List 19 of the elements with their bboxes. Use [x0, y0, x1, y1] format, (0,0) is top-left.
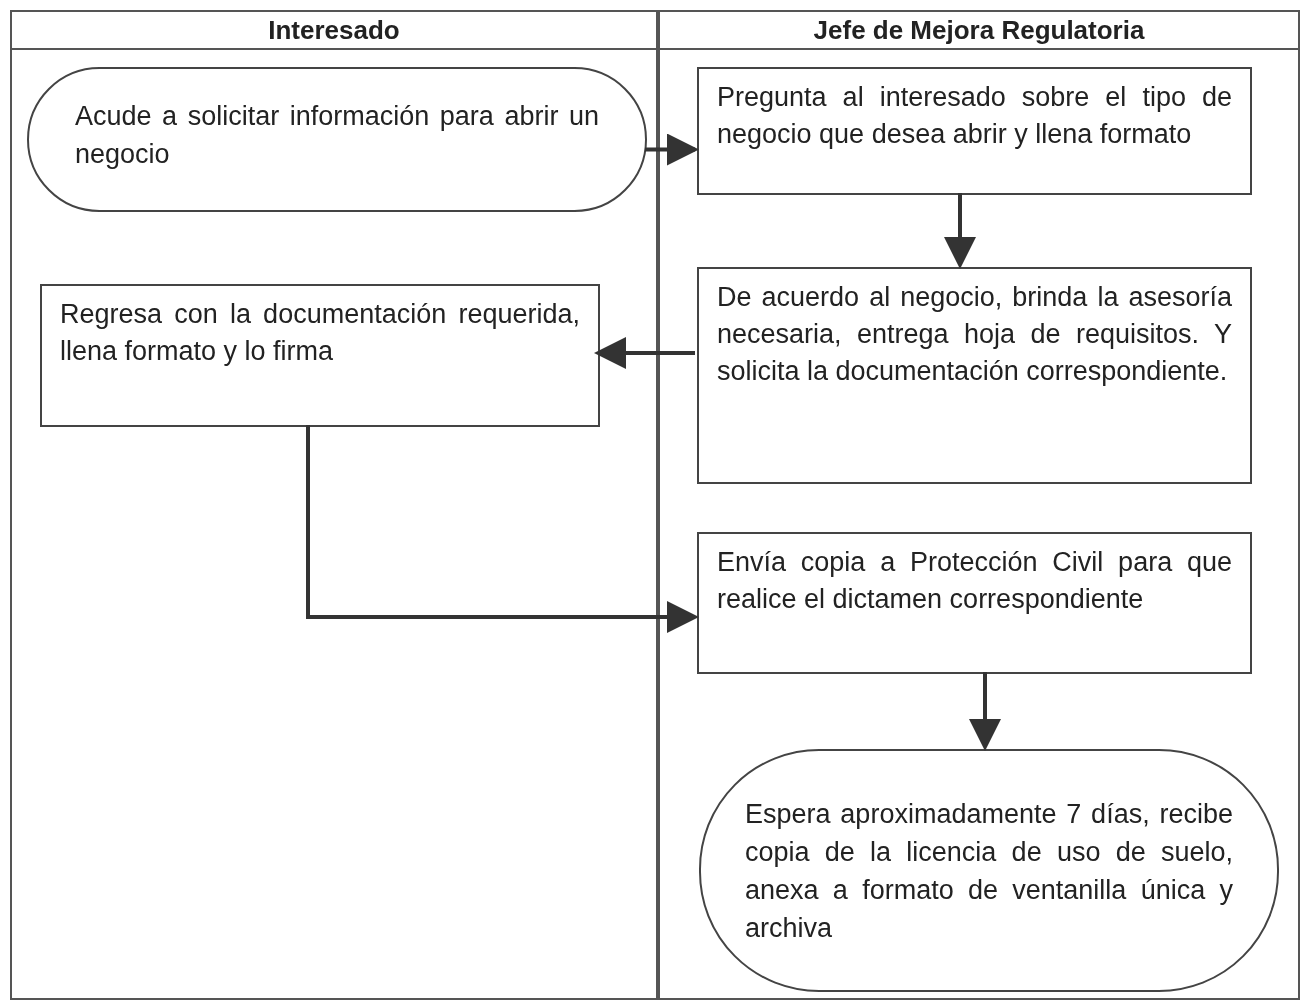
process-box [697, 532, 1252, 674]
arrow [645, 133, 699, 166]
lane-header: Interesado [12, 12, 656, 50]
arrow [594, 337, 695, 369]
arrow [944, 193, 976, 269]
step-text: Envía copia a Protección Civil para que realice el dictamen correspondiente [717, 546, 1232, 616]
process-box [697, 67, 1252, 195]
swimlane [658, 10, 1300, 1000]
arrow [306, 425, 699, 633]
process-box [697, 267, 1252, 484]
step-text: Regresa con la documentación requerida, llena formato y lo firma [60, 298, 580, 368]
step-text: Espera aproximadamente 7 días, recibe copia de la licencia de uso de suelo, anexa a formato de ventanilla única y archiva [745, 797, 1233, 945]
process-box [40, 284, 600, 427]
step-text: Pregunta al interesado sobre el tipo de negocio que desea abrir y llena formato [717, 81, 1232, 151]
lane-header: Jefe de Mejora Regulatoria [660, 12, 1298, 50]
arrow [969, 672, 1001, 751]
swimlane [10, 10, 658, 1000]
step-text: De acuerdo al negocio, brinda la asesoría necesaria, entrega hoja de requisitos. Y solicita la documentación correspondiente. [717, 281, 1232, 388]
step-text: Acude a solicitar información para abrir un negocio [75, 100, 599, 171]
